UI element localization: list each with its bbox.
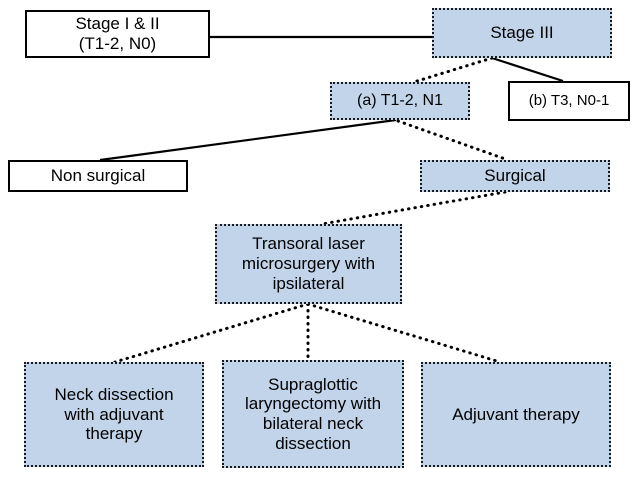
e-transoral-to-adjuvant [306, 302, 502, 364]
node-stage_1_2[interactable]: Stage I & II (T1-2, N0) [25, 10, 210, 58]
node-label-neck_dissection: Neck dissection with adjuvant therapy [54, 384, 174, 444]
node-non_surgical[interactable]: Non surgical [8, 160, 188, 192]
node-supraglottic[interactable]: Supraglottic laryngectomy with bilateral… [222, 360, 404, 468]
node-a_t12_n1[interactable]: (a) T1-2, N1 [330, 82, 470, 120]
node-label-adjuvant_therapy: Adjuvant therapy [452, 404, 580, 424]
node-label-supraglottic: Supraglottic laryngectomy with bilateral… [244, 374, 382, 453]
node-label-surgical: Surgical [484, 166, 546, 186]
node-neck_dissection[interactable]: Neck dissection with adjuvant therapy [24, 362, 204, 467]
node-label-b_t3_n01: (b) T3, N0-1 [528, 92, 610, 110]
e-a-to-surgical [396, 119, 510, 162]
node-surgical[interactable]: Surgical [420, 160, 610, 192]
node-label-a_t12_n1: (a) T1-2, N1 [357, 91, 443, 109]
e-stage3-to-b [491, 56, 564, 83]
node-label-stage_3: Stage III [490, 23, 554, 43]
node-adjuvant_therapy[interactable]: Adjuvant therapy [421, 362, 611, 467]
node-label-transoral_laser: Transoral laser microsurgery with ipsila… [241, 234, 376, 293]
node-label-non_surgical: Non surgical [50, 166, 146, 186]
e-a-to-nonsurgical [99, 118, 397, 162]
e-surgical-to-transoral [320, 190, 507, 226]
node-b_t3_n01[interactable]: (b) T3, N0-1 [508, 81, 630, 121]
e-transoral-to-neck [113, 302, 310, 364]
node-stage_3[interactable]: Stage III [432, 8, 612, 58]
node-label-stage_1_2: Stage I & II (T1-2, N0) [75, 14, 160, 53]
node-transoral_laser[interactable]: Transoral laser microsurgery with ipsila… [215, 224, 402, 304]
e-stage3-to-a [412, 56, 494, 84]
